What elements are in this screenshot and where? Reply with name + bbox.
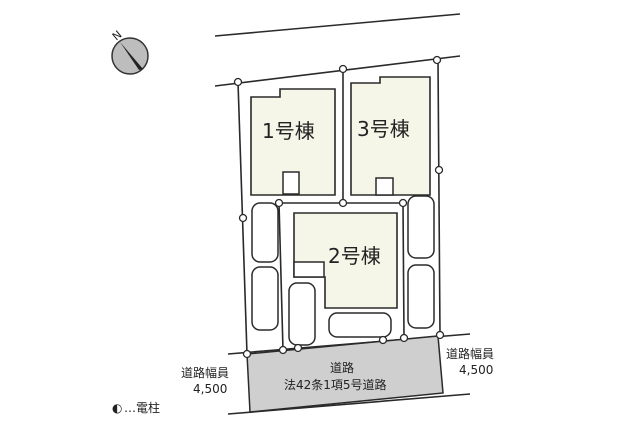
north-lot-line: [214, 55, 461, 87]
car-icon: [288, 282, 316, 346]
car-icon: [251, 202, 279, 263]
lot-divider-right: [402, 202, 405, 339]
road-classification: 法42条1項5号道路: [284, 377, 387, 392]
building-2-label: 2号棟: [328, 244, 381, 268]
east-lot-line: [437, 59, 441, 337]
road-name: 道路: [330, 360, 354, 375]
building-2-porch: [293, 261, 325, 278]
road-area: [246, 335, 444, 413]
building-1-label: 1号棟: [262, 119, 315, 143]
building-3-porch: [375, 177, 394, 196]
car-icon: [251, 266, 279, 331]
adjacent-boundary-line: [214, 13, 461, 37]
road-width-right-value: 4,500: [459, 363, 493, 377]
boundary-markers: [233, 55, 445, 359]
road-width-right-label: 道路幅員: [446, 346, 494, 361]
utility-pole-icon: ◐: [112, 401, 122, 415]
lot-divider-left: [278, 202, 284, 351]
road-width-left-value: 4,500: [193, 382, 227, 396]
car-icon: [407, 195, 435, 259]
building-1-porch: [282, 171, 300, 195]
car-icon: [407, 264, 435, 329]
building-1: [250, 88, 336, 196]
parking-cars: [251, 195, 435, 346]
legend-text: …電柱: [124, 400, 160, 415]
building-3-label: 3号棟: [357, 117, 410, 141]
car-icon: [328, 312, 392, 338]
building-3: [350, 76, 431, 196]
road-width-left-label: 道路幅員: [181, 365, 229, 380]
north-compass-icon: N: [110, 28, 149, 75]
